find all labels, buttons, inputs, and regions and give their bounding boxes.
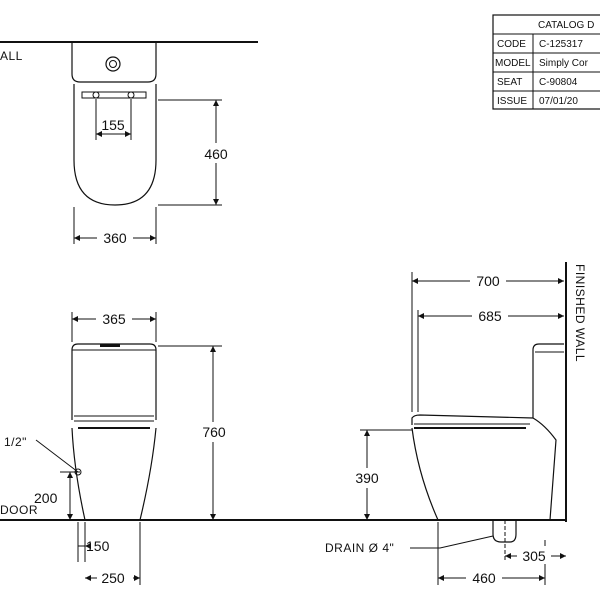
dim-side-seat-height: 390 bbox=[355, 470, 379, 486]
dim-front-height: 760 bbox=[202, 424, 226, 440]
tank-outline-top bbox=[71, 43, 157, 83]
dim-side-overall: 700 bbox=[476, 273, 500, 289]
dim-front-base-width: 250 bbox=[101, 570, 125, 586]
dim-top-spacing: 155 bbox=[101, 117, 125, 133]
flush-button-inner bbox=[109, 60, 117, 68]
dim-front-tank-width: 365 bbox=[102, 311, 126, 327]
catalog-key-model: MODEL bbox=[495, 58, 531, 69]
catalog-key-code: CODE bbox=[497, 39, 526, 50]
seat-lid-side bbox=[411, 414, 534, 425]
dim-side-seat: 685 bbox=[478, 308, 502, 324]
hinge-left bbox=[92, 91, 100, 99]
dim-front-supply-offset: 150 bbox=[86, 538, 110, 554]
bowl-outline-top bbox=[73, 84, 157, 206]
catalog-value-model: Simply Cor bbox=[539, 58, 589, 69]
bowl-front-side bbox=[411, 427, 439, 521]
top-view: ALL 155 460 360 bbox=[0, 41, 258, 247]
flush-top-front bbox=[100, 344, 120, 347]
finished-wall-label: FINISHED WALL bbox=[573, 264, 587, 362]
side-view: FINISHED WALL 700 685 390 bbox=[325, 262, 587, 587]
catalog-key-issue: ISSUE bbox=[497, 96, 527, 107]
flush-button bbox=[105, 56, 121, 72]
tank-outline-front bbox=[71, 343, 157, 420]
catalog-value-issue: 07/01/20 bbox=[539, 96, 578, 107]
catalog-value-seat: C-90804 bbox=[539, 77, 578, 88]
pedestal-right bbox=[139, 427, 157, 521]
pedestal-left bbox=[71, 427, 86, 521]
dim-front-supply-height: 200 bbox=[34, 490, 58, 506]
wall-label-top: ALL bbox=[0, 49, 23, 63]
front-view: DOOR 365 760 1/2" 2 bbox=[0, 309, 565, 587]
drain-label: DRAIN Ø 4" bbox=[325, 541, 394, 555]
hinge-right bbox=[127, 91, 135, 99]
catalog-table: CATALOG D CODE C-125317 MODEL Simply Cor… bbox=[492, 14, 600, 110]
floor-label: DOOR bbox=[0, 503, 38, 517]
supply-label: 1/2" bbox=[4, 435, 27, 449]
tank-outline-side bbox=[532, 343, 564, 418]
dim-side-drain-offset: 305 bbox=[522, 548, 546, 564]
catalog-key-seat: SEAT bbox=[497, 77, 522, 88]
dim-top-width: 360 bbox=[103, 230, 127, 246]
tank-back-side bbox=[532, 417, 557, 521]
seat-hinge-bar bbox=[81, 91, 147, 99]
dim-side-base-depth: 460 bbox=[472, 570, 496, 586]
catalog-header: CATALOG D bbox=[538, 20, 594, 31]
catalog-value-code: C-125317 bbox=[539, 39, 583, 50]
dim-top-depth: 460 bbox=[204, 146, 228, 162]
